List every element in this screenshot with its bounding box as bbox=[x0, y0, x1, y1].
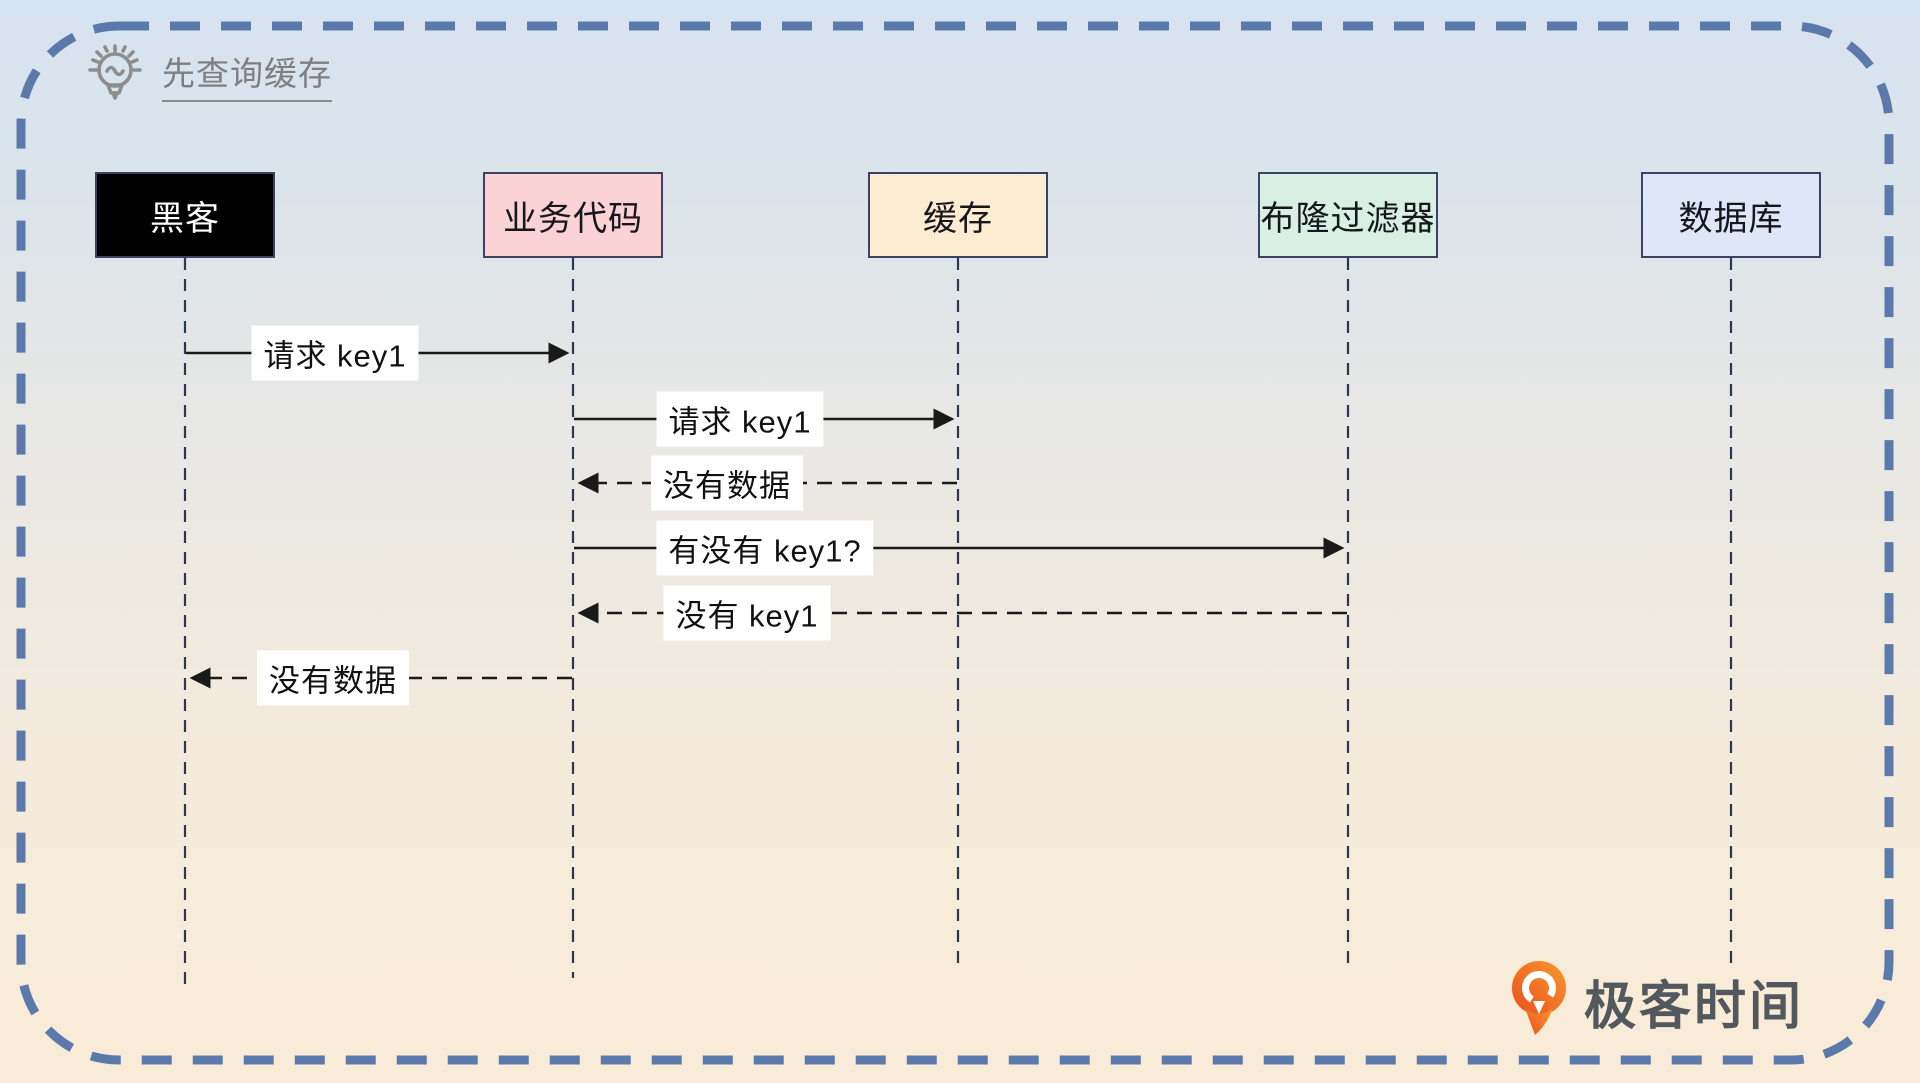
message-label-no-key1: 没有 key1 bbox=[663, 585, 831, 641]
message-label-has-key1: 有没有 key1? bbox=[656, 520, 874, 576]
message-label-no-data-cache: 没有数据 bbox=[651, 455, 803, 511]
brand-name: 极客时间 bbox=[1584, 978, 1805, 1036]
actor-hacker: 黑客 bbox=[95, 172, 275, 258]
message-label-no-data-hacker: 没有数据 bbox=[257, 650, 409, 706]
note-text: 先查询缓存 bbox=[162, 47, 332, 102]
actor-label: 数据库 bbox=[1678, 199, 1784, 238]
actor-bloom-filter: 布隆过滤器 bbox=[1258, 172, 1438, 258]
actor-database: 数据库 bbox=[1641, 172, 1821, 258]
actor-label: 缓存 bbox=[923, 199, 993, 238]
actor-business-code: 业务代码 bbox=[483, 172, 663, 258]
message-label-request-key1: 请求 key1 bbox=[251, 325, 419, 381]
dashed-frame-border bbox=[16, 21, 1894, 1065]
lightbulb-icon bbox=[84, 40, 146, 109]
actor-label: 黑客 bbox=[150, 199, 220, 238]
actor-label: 布隆过滤器 bbox=[1260, 199, 1436, 238]
actor-cache: 缓存 bbox=[868, 172, 1048, 258]
actor-label: 业务代码 bbox=[503, 199, 643, 238]
note-annotation: 先查询缓存 bbox=[84, 40, 332, 109]
geektime-logo-icon bbox=[1510, 960, 1568, 1043]
brand-watermark: 极客时间 bbox=[1510, 960, 1804, 1043]
message-label-request-key1-cache: 请求 key1 bbox=[656, 391, 824, 447]
